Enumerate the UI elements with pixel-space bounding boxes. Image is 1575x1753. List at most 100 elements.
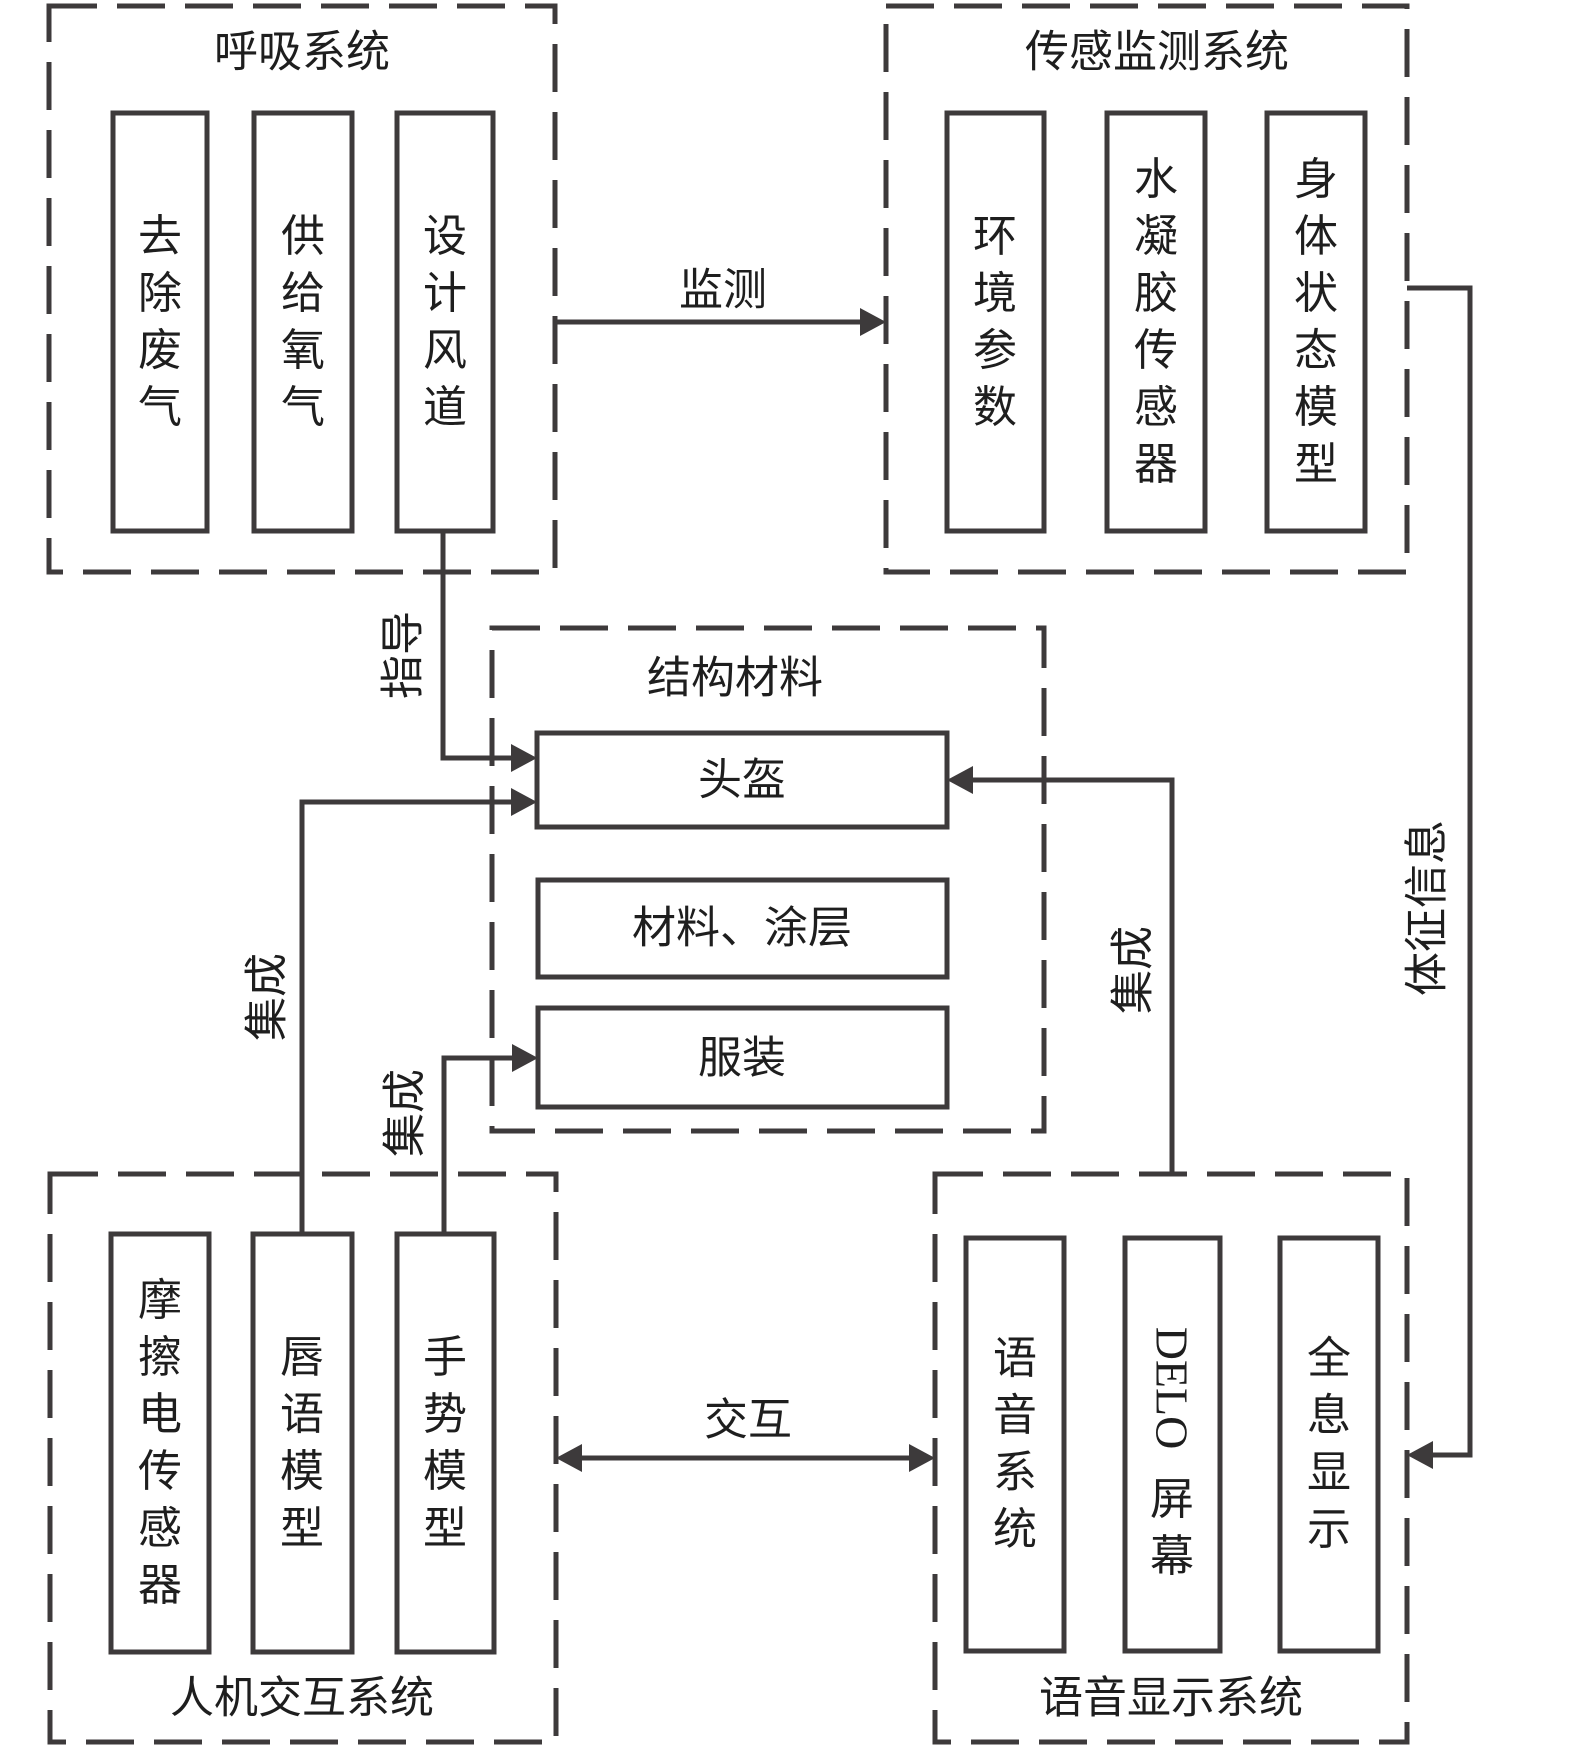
voice-display-item-delo-screen: DELO 屏幕 — [1122, 1235, 1223, 1654]
integrate-lip-label: 集成 — [242, 953, 293, 1041]
integrate-lip-arrowhead — [511, 788, 537, 816]
integrate-gesture-arrow-line — [441, 1055, 518, 1234]
vertical-char: 统 — [993, 1504, 1037, 1555]
vertical-char: 屏 — [1150, 1474, 1194, 1525]
interaction-label: 交互 — [704, 1395, 792, 1446]
vertical-char: 设 — [423, 211, 467, 262]
materials-item-helmet: 头盔 — [534, 730, 950, 830]
vertical-char: 模 — [280, 1446, 324, 1497]
vertical-char: 气 — [281, 382, 325, 433]
materials-item-label: 材料、涂层 — [632, 903, 852, 954]
guide-arrow-line — [440, 531, 517, 761]
vertical-char: 息 — [1307, 1390, 1351, 1441]
vertical-char: 胶 — [1134, 268, 1178, 319]
vital-signs-arrow-line — [1407, 285, 1473, 1458]
vertical-char: 境 — [973, 268, 1017, 319]
vertical-char: 全 — [1307, 1333, 1351, 1384]
vertical-char: 语 — [993, 1333, 1037, 1384]
vertical-char: 凝 — [1134, 211, 1178, 262]
connection-integrate-display: 集成 — [947, 766, 1175, 1174]
connection-guide: 指导 — [378, 531, 537, 772]
materials-item-label: 服装 — [698, 1033, 786, 1084]
guide-label: 指导 — [378, 611, 429, 699]
interaction-arrowhead-right — [909, 1444, 935, 1472]
vertical-char: 幕 — [1150, 1531, 1194, 1582]
integrate-display-label: 集成 — [1108, 926, 1159, 1014]
vertical-char: 型 — [280, 1503, 324, 1554]
vertical-char: 状 — [1294, 268, 1338, 319]
vertical-char: 态 — [1294, 325, 1338, 376]
vertical-char: 参 — [973, 325, 1017, 376]
vertical-char: 语 — [280, 1389, 324, 1440]
vertical-char: 水 — [1134, 154, 1178, 205]
vertical-char: 感 — [138, 1503, 182, 1554]
vertical-char: 电 — [138, 1389, 182, 1440]
vertical-char: 模 — [1294, 382, 1338, 433]
integrate-gesture-arrowhead — [512, 1044, 538, 1072]
vertical-char: 去 — [138, 211, 182, 262]
respiration-system-border — [46, 3, 558, 575]
vertical-char: 体 — [1294, 211, 1338, 262]
vertical-char: 型 — [1294, 439, 1338, 490]
vertical-char: 身 — [1294, 154, 1338, 205]
vertical-char: 传 — [1134, 325, 1178, 376]
materials-group: 结构材料 头盔 材料、涂层 服装 — [489, 625, 1047, 1134]
monitor-arrowhead — [860, 308, 886, 336]
vertical-char: 给 — [281, 268, 325, 319]
vertical-char: 供 — [281, 211, 325, 262]
vertical-char: 器 — [1134, 439, 1178, 490]
delo-cjk-label: 屏幕 — [1150, 1474, 1194, 1582]
vertical-char: 气 — [138, 382, 182, 433]
vertical-char: 数 — [973, 382, 1017, 433]
integrate-gesture-label: 集成 — [380, 1069, 431, 1157]
vertical-char: 唇 — [280, 1332, 324, 1383]
vertical-char: 音 — [993, 1390, 1037, 1441]
vertical-char: 风 — [423, 325, 467, 376]
connection-integrate-gesture: 集成 — [380, 1044, 538, 1234]
integrate-display-arrowhead — [947, 766, 973, 794]
voice-display-system-title: 语音显示系统 — [1039, 1673, 1303, 1724]
vertical-char: 氧 — [281, 325, 325, 376]
vertical-char: 系 — [993, 1447, 1037, 1498]
vital-signs-arrowhead — [1407, 1441, 1433, 1469]
vertical-char: 摩 — [138, 1275, 182, 1326]
vertical-char: 显 — [1307, 1447, 1351, 1498]
vertical-char: 擦 — [138, 1332, 182, 1383]
integrate-display-arrow-line — [967, 777, 1175, 1174]
vertical-char: 手 — [423, 1332, 467, 1383]
vertical-char: 环 — [973, 211, 1017, 262]
vertical-char: 道 — [423, 382, 467, 433]
delo-latin-label: DELO — [1147, 1327, 1198, 1450]
interaction-arrowhead-left — [556, 1444, 582, 1472]
vertical-char: 计 — [423, 268, 467, 319]
vertical-char: 器 — [138, 1560, 182, 1611]
monitor-label: 监测 — [679, 265, 767, 316]
connection-monitor: 监测 — [555, 265, 886, 336]
sensing-system-title: 传感监测系统 — [1025, 27, 1289, 78]
materials-item-label: 头盔 — [698, 755, 786, 806]
guide-arrowhead — [511, 744, 537, 772]
connection-integrate-lip: 集成 — [242, 788, 537, 1234]
